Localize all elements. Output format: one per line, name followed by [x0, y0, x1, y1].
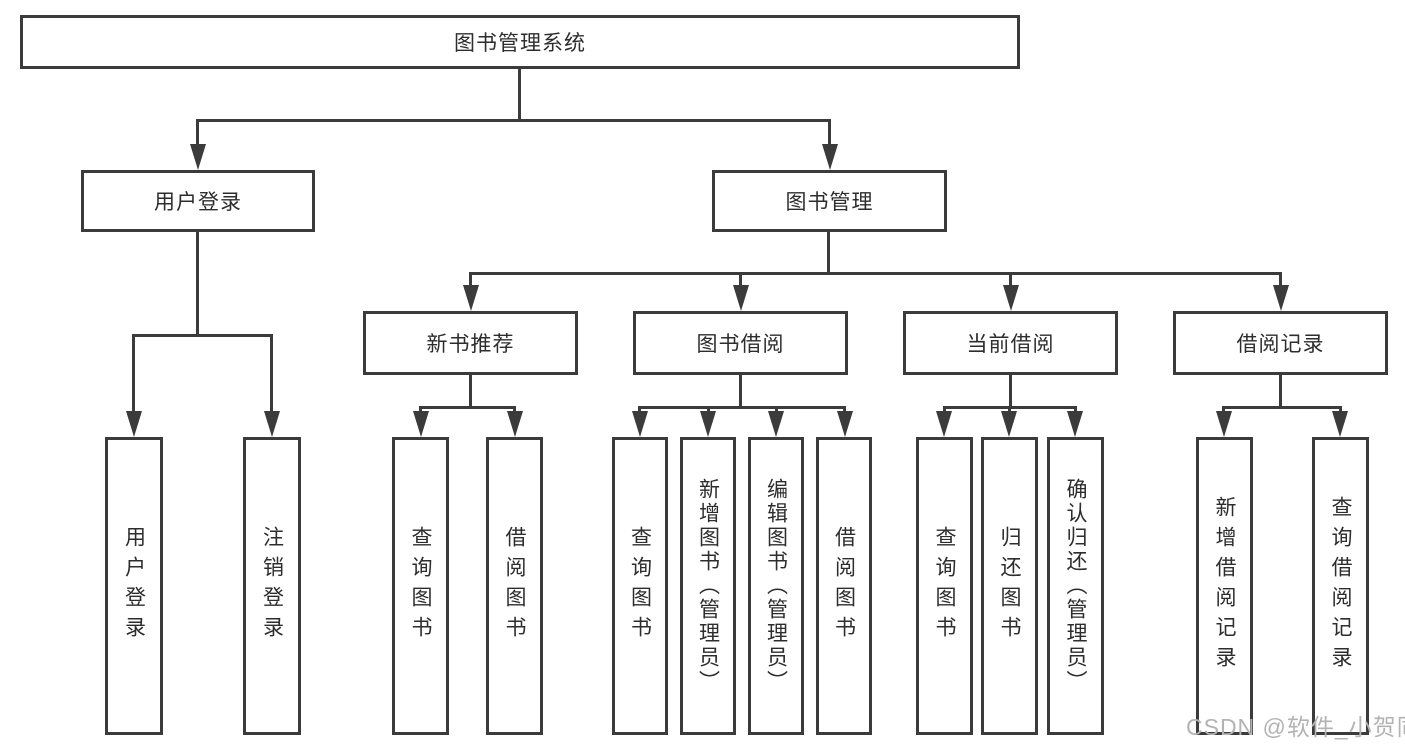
- arrowhead-down-icon: [837, 411, 853, 437]
- arrowhead-down-icon: [700, 411, 716, 437]
- leaf-logout-label: 注销登录: [260, 526, 284, 646]
- node-book-mgmt-label: 图书管理: [785, 191, 874, 214]
- leaf-query-books-borrow-label: 查询图书: [628, 526, 652, 646]
- node-current-borrow-label: 当前借阅: [966, 333, 1055, 356]
- leaf-edit-books-admin-label: 编辑图书（管理员）: [764, 478, 788, 694]
- connector-records-down: [1279, 374, 1282, 409]
- connector-l3-stem: [469, 272, 472, 287]
- leaf-confirm-return-admin-label: 确认归还（管理员）: [1064, 478, 1087, 694]
- connector-l3-stem: [1279, 272, 1282, 287]
- connector-leaf-stem: [775, 406, 778, 414]
- connector-userlogin-down: [196, 231, 199, 336]
- leaf-user-login: 用户登录: [105, 437, 163, 735]
- csdn-watermark: CSDN @软件_小贺同学: [1186, 714, 1405, 740]
- leaf-query-books-current: 查询图书: [916, 437, 973, 735]
- node-root-label: 图书管理系统: [454, 32, 586, 55]
- arrowhead-down-icon: [768, 411, 784, 437]
- arrowhead-down-icon: [733, 285, 749, 311]
- node-new-book-rec-label: 新书推荐: [426, 333, 515, 356]
- connector-leaf-stem: [1339, 406, 1342, 414]
- connector-leaf-stem: [270, 334, 273, 413]
- arrowhead-down-icon: [1003, 285, 1019, 311]
- arrowhead-down-icon: [822, 144, 838, 170]
- connector-leaf-stem: [419, 406, 422, 414]
- connector-leaf-stem: [707, 406, 710, 414]
- connector-leaf-stem: [1222, 406, 1225, 414]
- leaf-edit-books-admin: 编辑图书（管理员）: [748, 437, 804, 735]
- connector-bookborrow-bar: [638, 406, 846, 409]
- connector-leaf-stem: [638, 406, 641, 414]
- leaf-borrow-books-rec: 借阅图书: [486, 437, 543, 735]
- leaf-confirm-return-admin: 确认归还（管理员）: [1047, 437, 1104, 735]
- leaf-query-books-rec-label: 查询图书: [409, 526, 432, 646]
- node-root: 图书管理系统: [20, 15, 1020, 69]
- node-current-borrow: 当前借阅: [903, 311, 1118, 375]
- arrowhead-down-icon: [463, 285, 479, 311]
- connector-newbook-bar: [419, 406, 516, 409]
- leaf-user-login-label: 用户登录: [122, 526, 146, 646]
- connector-leaf-stem: [513, 406, 516, 414]
- leaf-return-books: 归还图书: [981, 437, 1038, 735]
- connector-leaf-stem: [1008, 406, 1011, 414]
- arrowhead-down-icon: [264, 411, 280, 437]
- arrowhead-down-icon: [1216, 411, 1232, 437]
- leaf-add-books-admin-label: 新增图书（管理员）: [696, 478, 720, 694]
- connector-userlogin-bar: [132, 334, 273, 337]
- arrowhead-down-icon: [413, 411, 429, 437]
- node-new-book-rec: 新书推荐: [363, 311, 578, 375]
- connector-newbook-down: [469, 374, 472, 409]
- leaf-query-borrow-record: 查询借阅记录: [1312, 437, 1369, 735]
- arrowhead-down-icon: [1332, 411, 1348, 437]
- node-user-login: 用户登录: [81, 170, 315, 232]
- connector-currentborrow-down: [1009, 374, 1012, 409]
- connector-leaf-stem: [943, 406, 946, 414]
- connector-level3-bar: [469, 272, 1282, 275]
- leaf-query-books-current-label: 查询图书: [933, 526, 956, 646]
- leaf-logout: 注销登录: [243, 437, 301, 735]
- leaf-return-books-label: 归还图书: [998, 526, 1021, 646]
- connector-leaf-stem: [132, 334, 135, 413]
- arrowhead-down-icon: [632, 411, 648, 437]
- node-book-borrow: 图书借阅: [633, 311, 848, 375]
- leaf-borrow-books-rec-label: 借阅图书: [503, 526, 526, 646]
- connector-records-bar: [1222, 406, 1342, 409]
- leaf-borrow-books-label: 借阅图书: [832, 526, 856, 646]
- leaf-query-borrow-record-label: 查询借阅记录: [1329, 496, 1352, 676]
- connector-l3-stem: [1009, 272, 1012, 287]
- leaf-query-books-borrow: 查询图书: [612, 437, 668, 735]
- connector-l3-stem: [739, 272, 742, 287]
- arrowhead-down-icon: [1273, 285, 1289, 311]
- leaf-query-books-rec: 查询图书: [392, 437, 449, 735]
- node-book-mgmt: 图书管理: [712, 170, 947, 232]
- connector-bookmgmt-down: [827, 231, 830, 275]
- connector-bookmgmt-stem: [828, 119, 831, 147]
- arrowhead-down-icon: [190, 144, 206, 170]
- leaf-add-borrow-record-label: 新增借阅记录: [1213, 496, 1236, 676]
- node-borrow-records-label: 借阅记录: [1236, 333, 1325, 356]
- arrowhead-down-icon: [126, 411, 142, 437]
- connector-root-stem: [518, 67, 521, 122]
- connector-leaf-stem: [1074, 406, 1077, 414]
- arrowhead-down-icon: [507, 411, 523, 437]
- arrowhead-down-icon: [1067, 411, 1083, 437]
- leaf-add-books-admin: 新增图书（管理员）: [680, 437, 736, 735]
- leaf-borrow-books: 借阅图书: [816, 437, 872, 735]
- leaf-add-borrow-record: 新增借阅记录: [1196, 437, 1253, 735]
- arrowhead-down-icon: [936, 411, 952, 437]
- arrowhead-down-icon: [1001, 411, 1017, 437]
- connector-level2-bar: [196, 119, 831, 122]
- node-book-borrow-label: 图书借阅: [696, 333, 785, 356]
- connector-leaf-stem: [843, 406, 846, 414]
- connector-userlogin-stem: [196, 119, 199, 147]
- node-borrow-records: 借阅记录: [1173, 311, 1388, 375]
- connector-bookborrow-down: [739, 374, 742, 409]
- node-user-login-label: 用户登录: [154, 191, 242, 214]
